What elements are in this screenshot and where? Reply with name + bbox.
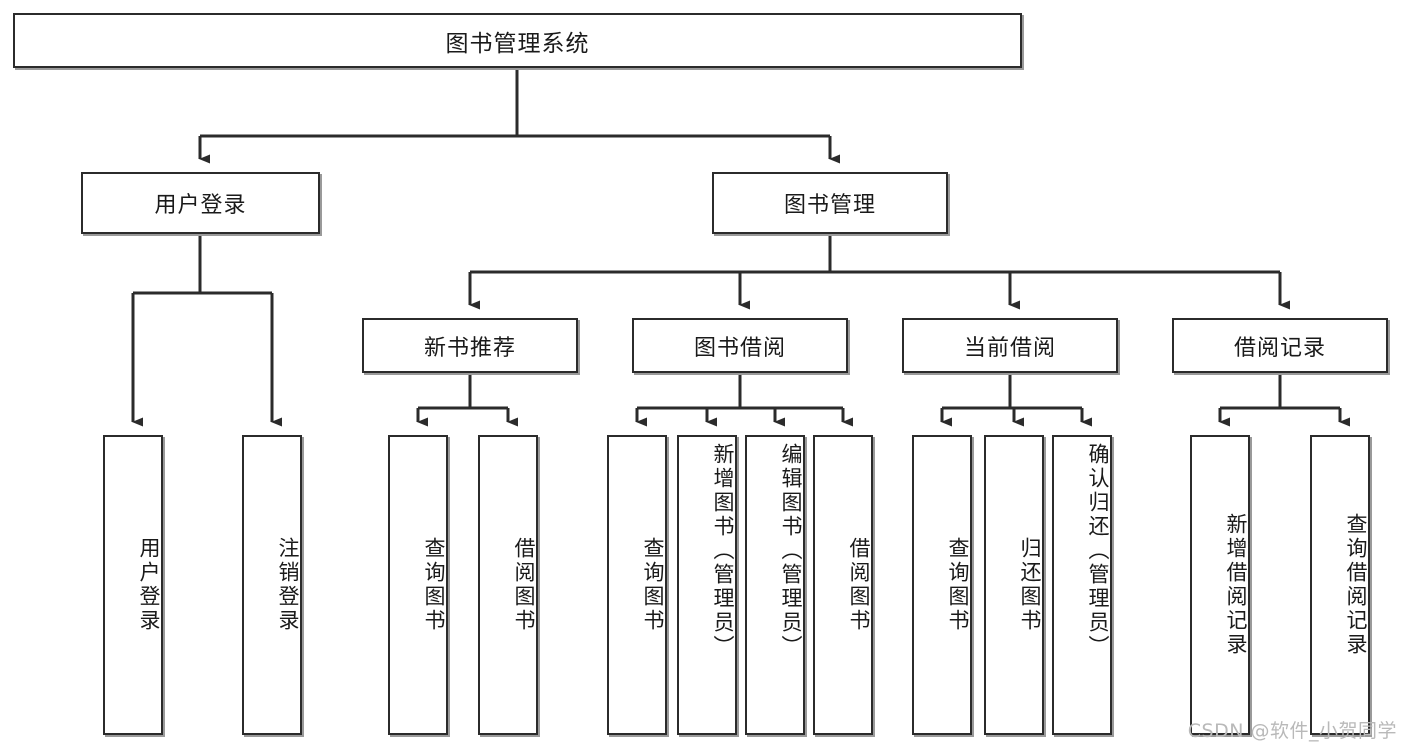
leaf-edit-book-admin[interactable]: 编辑图书（管理员） [745, 435, 805, 735]
node-borrow-records-label: 借阅记录 [1233, 335, 1326, 361]
node-user-login-label: 用户登录 [154, 193, 247, 218]
leaf-label: 用户登录 [137, 537, 161, 633]
leaf-query-books-borrow[interactable]: 查询图书 [607, 435, 667, 735]
leaf-label: 借阅图书 [512, 537, 536, 633]
leaf-label: 查询图书 [641, 537, 665, 633]
leaf-label: 查询图书 [946, 537, 970, 633]
leaf-label: 编辑图书（管理员） [779, 443, 803, 659]
leaf-add-borrow-record[interactable]: 新增借阅记录 [1190, 435, 1250, 735]
leaf-confirm-return-admin[interactable]: 确认归还（管理员） [1052, 435, 1112, 735]
node-book-borrow-label: 图书借阅 [693, 335, 786, 361]
leaf-query-books-current[interactable]: 查询图书 [912, 435, 972, 735]
node-current-borrow-label: 当前借阅 [963, 335, 1056, 361]
node-user-login[interactable]: 用户登录 [81, 172, 320, 234]
leaf-label: 借阅图书 [847, 537, 871, 633]
leaf-label: 新增图书（管理员） [711, 443, 735, 659]
node-book-management-label: 图书管理 [783, 193, 876, 218]
leaf-label: 归还图书 [1018, 537, 1042, 633]
leaf-label: 确认归还（管理员） [1086, 443, 1110, 659]
leaf-logout[interactable]: 注销登录 [242, 435, 302, 735]
leaf-query-borrow-record[interactable]: 查询借阅记录 [1310, 435, 1370, 735]
watermark: CSDN @软件_小贺同学 [1187, 720, 1397, 742]
node-borrow-records[interactable]: 借阅记录 [1172, 318, 1388, 373]
node-book-borrow[interactable]: 图书借阅 [632, 318, 848, 373]
leaf-borrow-books-recommend[interactable]: 借阅图书 [478, 435, 538, 735]
leaf-query-books-recommend[interactable]: 查询图书 [388, 435, 448, 735]
leaf-label: 查询借阅记录 [1344, 513, 1368, 657]
node-root[interactable]: 图书管理系统 [13, 13, 1022, 68]
node-new-book-recommend-label: 新书推荐 [423, 335, 516, 361]
node-root-label: 图书管理系统 [445, 30, 590, 57]
node-new-book-recommend[interactable]: 新书推荐 [362, 318, 578, 373]
node-book-management[interactable]: 图书管理 [712, 172, 948, 234]
leaf-borrow-books[interactable]: 借阅图书 [813, 435, 873, 735]
leaf-user-login[interactable]: 用户登录 [103, 435, 163, 735]
leaf-add-book-admin[interactable]: 新增图书（管理员） [677, 435, 737, 735]
leaf-label: 注销登录 [276, 537, 300, 633]
leaf-label: 查询图书 [422, 537, 446, 633]
leaf-return-books[interactable]: 归还图书 [984, 435, 1044, 735]
leaf-label: 新增借阅记录 [1224, 513, 1248, 657]
node-current-borrow[interactable]: 当前借阅 [902, 318, 1118, 373]
